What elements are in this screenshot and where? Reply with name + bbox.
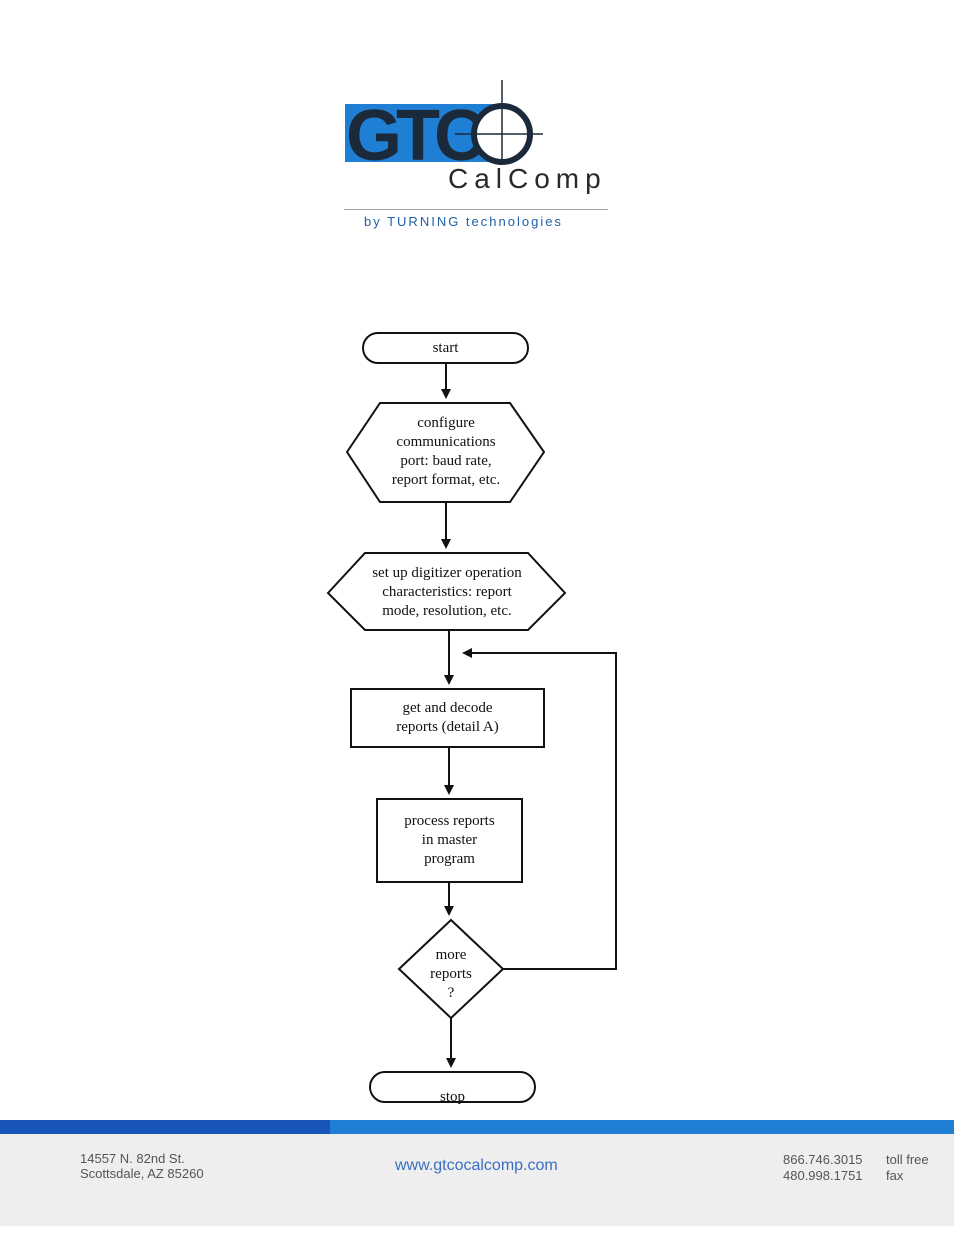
setup-label: set up digitizer operation characteristi… [372,564,522,619]
more-reports-label: more reports ? [430,946,472,1001]
phone-tollfree-label: toll free [886,1152,929,1167]
phone-tollfree: 866.746.3015 [783,1152,863,1167]
fax-number: 480.998.1751 [783,1168,863,1183]
footer-bar-light [330,1120,954,1134]
setup-hexagon [326,552,567,631]
stop-label: stop [439,1088,465,1105]
logo-crosshair-icon [455,80,543,165]
logo-tagline: by TURNING technologies [364,214,563,229]
address-line-2: Scottsdale, AZ 85260 [80,1166,204,1181]
logo-divider [344,209,608,210]
company-logo: GTC CalComp by TURNING technologies [340,78,620,238]
get-decode-process-box [350,688,545,748]
flowchart: start configure communications port: bau… [326,332,617,1105]
configure-hexagon [345,402,546,503]
website-link[interactable]: www.gtcocalcomp.com [395,1157,558,1174]
fax-label: fax [886,1168,904,1183]
address-line-1: 14557 N. 82nd St. [80,1151,185,1166]
stop-terminal [369,1071,536,1103]
footer: 14557 N. 82nd St. Scottsdale, AZ 85260 w… [0,1134,954,1226]
start-label: start [432,339,459,356]
arrow-loop-back [462,648,617,970]
logo-mark-icon [345,104,495,162]
process-reports-box [376,798,523,883]
logo-brand-text: GTC [346,96,486,176]
configure-label: configure communications port: baud rate… [391,415,501,488]
get-decode-label: get and decode reports (detail A) [396,700,499,735]
footer-color-bar [0,1120,954,1134]
flowchart-graphics [326,332,617,1103]
logo-subbrand-text: CalComp [448,163,607,194]
process-reports-label: process reports in master program [404,813,495,867]
footer-bar-dark [0,1120,330,1134]
